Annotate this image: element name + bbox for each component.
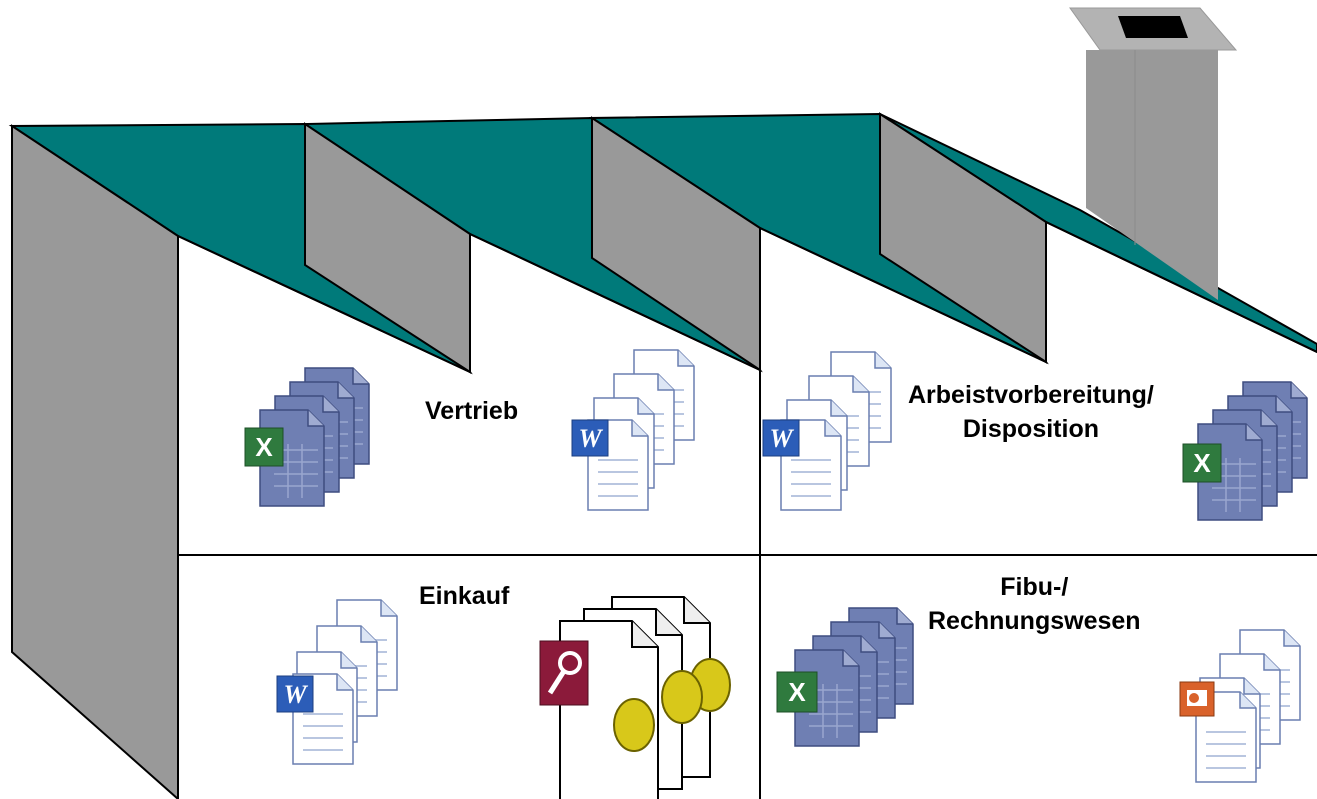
department-label-einkauf: Einkauf bbox=[419, 582, 510, 610]
excel-stack-icon: X bbox=[1182, 381, 1308, 521]
svg-text:W: W bbox=[283, 680, 308, 709]
word-stack-icon: W bbox=[571, 349, 695, 511]
department-label-vertrieb: Vertrieb bbox=[425, 397, 519, 425]
svg-text:W: W bbox=[769, 424, 794, 453]
gable-walls bbox=[11, 112, 1047, 799]
excel-stack-icon: X bbox=[776, 607, 914, 747]
svg-text:X: X bbox=[1193, 448, 1211, 478]
excel-stack-icon: X bbox=[244, 367, 370, 507]
svg-text:X: X bbox=[788, 677, 806, 707]
svg-text:X: X bbox=[255, 432, 273, 462]
access-stack-icon bbox=[539, 596, 731, 799]
department-label-arbeitsvorbereitung: Arbeistvorbereitung/ Disposition bbox=[908, 381, 1154, 443]
svg-text:W: W bbox=[578, 424, 603, 453]
word-stack-icon: W bbox=[276, 599, 398, 765]
word-stack-icon: W bbox=[762, 351, 892, 511]
powerpoint-stack-icon bbox=[1179, 629, 1301, 783]
department-label-fibu: Fibu-/ Rechnungswesen bbox=[928, 573, 1141, 635]
chimney bbox=[1069, 7, 1238, 300]
